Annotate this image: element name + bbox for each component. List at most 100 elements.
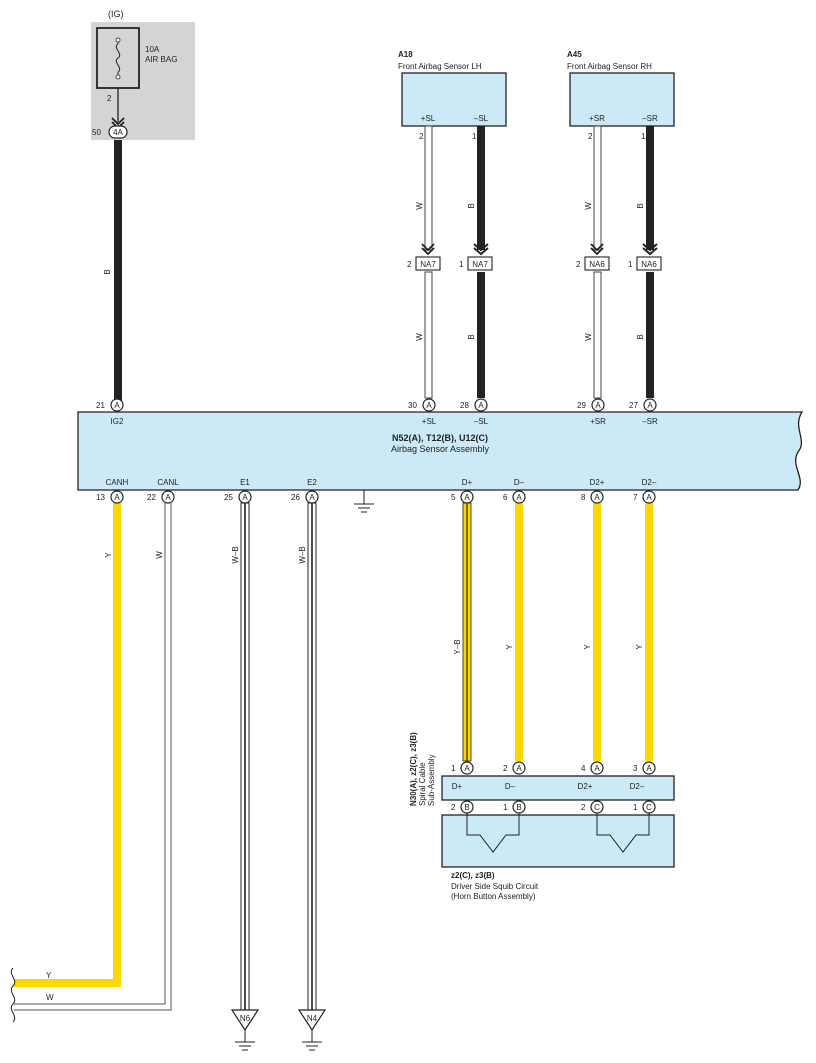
pin-letter: A xyxy=(464,764,470,773)
na7-pin-plus: 2 xyxy=(407,260,412,269)
na6-pin-minus: 1 xyxy=(628,260,633,269)
assy-pin-26: 26 xyxy=(291,493,300,502)
wire-e2-color: W–B xyxy=(298,546,307,563)
spiral-bottom-pin-4: 1 xyxy=(633,803,638,812)
spiral-code: N30(A), z2(C), z3(B) xyxy=(409,732,418,806)
spiral-top-pin-1: 1 xyxy=(451,764,456,773)
na7-label-minus: NA7 xyxy=(472,260,488,269)
airbag-sensor-assembly: N52(A), T12(B), U12(C) Airbag Sensor Ass… xyxy=(77,411,804,513)
sensor-lh-pin-plus: 2 xyxy=(419,132,424,141)
lower-wires xyxy=(14,502,653,1011)
assy-term-canl: CANL xyxy=(157,478,179,487)
pin-letter: A xyxy=(595,401,601,410)
assy-pin-13: 13 xyxy=(96,493,105,502)
wire-canh-color: Y xyxy=(104,552,113,558)
assy-pin-8: 8 xyxy=(581,493,586,502)
pin-letter: A xyxy=(594,764,600,773)
pin-letter: A xyxy=(478,401,484,410)
squib-name-1: Driver Side Squib Circuit xyxy=(451,882,539,891)
fuse-rating: 10A xyxy=(145,45,160,54)
spiral-cable: N30(A), z2(C), z3(B) Spiral Cable Sub-As… xyxy=(409,732,675,814)
fuse-name: AIR BAG xyxy=(145,55,177,64)
sensor-wires xyxy=(424,125,654,399)
assy-term-d-plus: D+ xyxy=(462,478,473,487)
ground-n6-label: N6 xyxy=(240,1014,251,1023)
wire-d2-plus-color: Y xyxy=(583,644,592,650)
pin-letter: A xyxy=(114,493,120,502)
bus-label-y: Y xyxy=(46,971,52,980)
spiral-term-d2-plus: D2+ xyxy=(578,782,593,791)
sensor-rh-pin-minus: 1 xyxy=(641,132,646,141)
pin-letter: A xyxy=(594,493,600,502)
assy-term-e2: E2 xyxy=(307,478,317,487)
spiral-name-1: Spiral Cable xyxy=(418,762,427,806)
wire-ig2 xyxy=(114,140,122,402)
sensor-lh-terminal-plus: +SL xyxy=(421,114,436,123)
na6-label-minus: NA6 xyxy=(641,260,657,269)
spiral-bottom-pin-3: 2 xyxy=(581,803,586,812)
fuse-panel: (IG) 10A AIR BAG 2 4A 50 xyxy=(91,9,195,140)
assembly-name: Airbag Sensor Assembly xyxy=(391,444,490,454)
wire-rh-plus-color: W xyxy=(584,202,593,210)
assy-pin-27: 27 xyxy=(629,401,638,410)
assy-pin-21: 21 xyxy=(96,401,105,410)
assy-bottom-pins: A 13 A 22 A 25 A 26 A 5 A 6 A 8 A 7 xyxy=(96,490,656,504)
na7-label-plus: NA7 xyxy=(420,260,436,269)
na7-pin-minus: 1 xyxy=(459,260,464,269)
bus-label-w: W xyxy=(46,993,54,1002)
wire-lh-minus-color-lower: B xyxy=(467,334,476,339)
spiral-name-2: Sub-Assembly xyxy=(427,754,436,806)
squib-code: z2(C), z3(B) xyxy=(451,871,495,880)
front-airbag-sensor-rh: A45 Front Airbag Sensor RH +SR –SR 2 1 xyxy=(567,50,675,141)
wire-d-minus-color: Y xyxy=(505,644,514,650)
ground-n4-label: N4 xyxy=(307,1014,318,1023)
assy-term-minus-sl: –SL xyxy=(474,417,489,426)
pin-letter: B xyxy=(464,803,469,812)
pin-letter: A xyxy=(646,493,652,502)
pin-letter: A xyxy=(114,401,120,410)
driver-squib-circuit: z2(C), z3(B) Driver Side Squib Circuit (… xyxy=(441,813,675,901)
spiral-top-pin-4: 4 xyxy=(581,764,586,773)
na6-label-plus: NA6 xyxy=(589,260,605,269)
assy-term-d-minus: D– xyxy=(514,478,525,487)
sensor-lh-code: A18 xyxy=(398,50,413,59)
fuse-supply-label: (IG) xyxy=(108,9,124,19)
wire-d-plus-color: Y–B xyxy=(453,639,462,654)
pin-letter: A xyxy=(464,493,470,502)
assy-pin-25: 25 xyxy=(224,493,233,502)
pin-letter: B xyxy=(516,803,521,812)
wire-rh-minus-color-lower: B xyxy=(636,334,645,339)
ground-icon xyxy=(354,490,374,513)
sensor-lh-name: Front Airbag Sensor LH xyxy=(398,62,482,71)
na6-pin-plus: 2 xyxy=(576,260,581,269)
sensor-rh-terminal-plus: +SR xyxy=(589,114,605,123)
spiral-top-pin-3: 3 xyxy=(633,764,638,773)
fuse-icon xyxy=(115,37,121,80)
connector-na6: NA6 NA6 2 1 xyxy=(576,243,662,271)
sensor-lh-pin-minus: 1 xyxy=(472,132,477,141)
assy-pin-5: 5 xyxy=(451,493,456,502)
connector-na7: NA7 NA7 2 1 xyxy=(407,243,493,271)
spiral-bottom-pin-1: 2 xyxy=(451,803,456,812)
wire-break-icon xyxy=(10,967,16,1023)
fuse-pin: 2 xyxy=(107,94,112,103)
spiral-bottom-pin-2: 1 xyxy=(503,803,508,812)
assembly-code: N52(A), T12(B), U12(C) xyxy=(392,433,488,443)
squib-icon xyxy=(466,813,520,853)
squib-name-2: (Horn Button Assembly) xyxy=(451,892,536,901)
spiral-term-d2-minus: D2– xyxy=(630,782,645,791)
squib-icon xyxy=(596,813,650,853)
pin-letter: A xyxy=(516,493,522,502)
wire-lh-plus-color-lower: W xyxy=(415,333,424,341)
assy-term-e1: E1 xyxy=(240,478,250,487)
ground-point-n6: N6 xyxy=(230,1009,260,1051)
assy-pin-7: 7 xyxy=(633,493,638,502)
sensor-rh-code: A45 xyxy=(567,50,582,59)
wire-ig2-color: B xyxy=(103,269,112,274)
pin-letter: A xyxy=(426,401,432,410)
assy-term-canh: CANH xyxy=(106,478,129,487)
wire-rh-minus-color: B xyxy=(636,203,645,208)
wire-rh-plus-color-lower: W xyxy=(584,333,593,341)
wire-canl-color: W xyxy=(155,551,164,559)
assy-pin-6: 6 xyxy=(503,493,508,502)
